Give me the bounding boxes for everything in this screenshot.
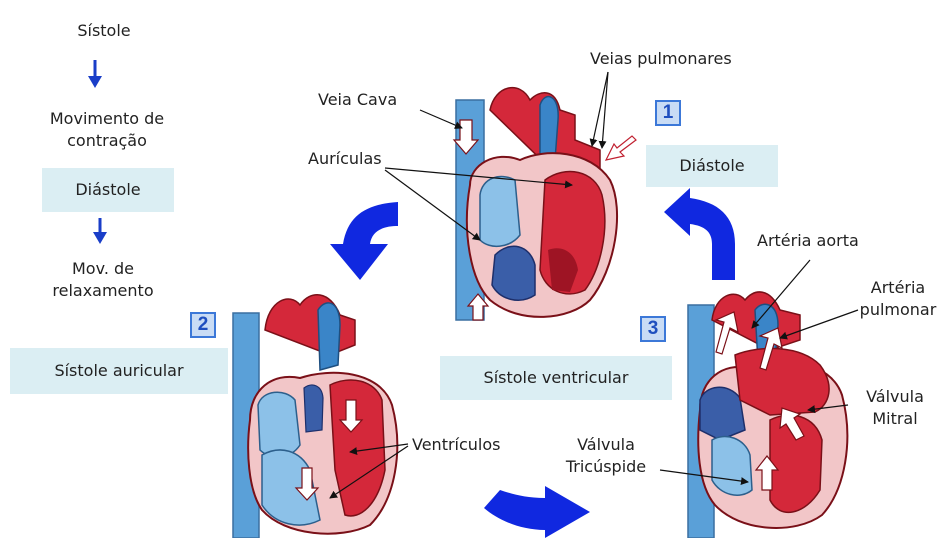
flow-relaxation-label: Mov. de relaxamento: [38, 258, 168, 302]
label-ventriculos: Ventrículos: [412, 434, 501, 456]
label-arteria-aorta: Artéria aorta: [757, 230, 859, 252]
phase-ventricular-systole-box: Sístole ventricular: [440, 356, 672, 400]
label-valvula-tricuspide: Válvula Tricúspide: [558, 434, 654, 478]
flow-diastole-box: Diástole: [42, 168, 174, 212]
flow-sistole-label: Sístole: [72, 20, 136, 42]
label-veias-pulmonares: Veias pulmonares: [590, 48, 732, 70]
flow-arrow-down-1: [88, 60, 102, 88]
label-veia-cava: Veia Cava: [318, 89, 397, 111]
label-valvula-mitral: Válvula Mitral: [852, 386, 938, 430]
label-arteria-pulmonar: Artéria pulmonar: [852, 277, 944, 321]
heart-ventricular-systole: [688, 292, 847, 538]
step-3-badge: 3: [640, 316, 666, 342]
cycle-arrow-left: [330, 202, 398, 280]
cycle-arrow-right-up: [664, 188, 735, 280]
heart-diastole: [454, 88, 636, 320]
flow-arrow-down-2: [93, 218, 107, 244]
step-1-badge: 1: [655, 100, 681, 126]
cycle-arrow-bottom: [484, 486, 590, 538]
step-2-badge: 2: [190, 312, 216, 338]
heart-atrial-systole: [233, 295, 397, 538]
flow-contraction-label: Movimento de contração: [26, 108, 188, 152]
label-auriculas: Aurículas: [308, 148, 382, 170]
phase-diastole-box: Diástole: [646, 145, 778, 187]
phase-atrial-systole-box: Sístole auricular: [10, 348, 228, 394]
